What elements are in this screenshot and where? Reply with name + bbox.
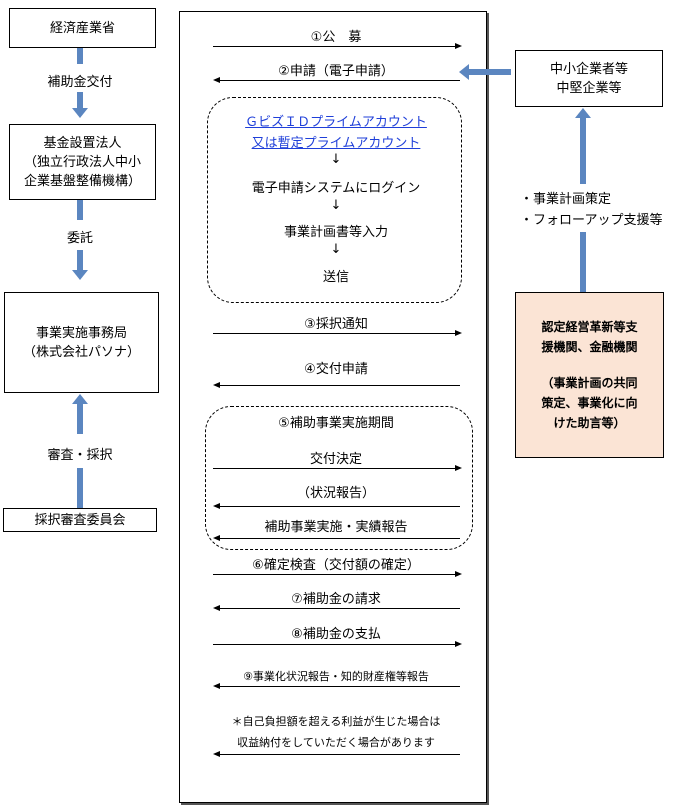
note-line-1: ＊自己負担額を超える利益が生じた場合は xyxy=(231,715,441,728)
meti-label: 経済産業省 xyxy=(49,20,115,36)
step-1-arrowhead xyxy=(455,43,462,49)
refund-arrowhead xyxy=(213,751,220,757)
org-line-5: けた助言等） xyxy=(553,416,626,430)
arrow-up-icon xyxy=(575,108,591,118)
secretariat-box: 事業実施事務局 （株式会社パソナ） xyxy=(4,292,159,393)
step-4-label: ④交付申請 xyxy=(304,362,368,377)
result-report-arrowhead xyxy=(213,535,220,541)
secretariat-line-1: 事業実施事務局 xyxy=(35,325,127,341)
step-4-arrowhead xyxy=(213,382,220,388)
gbiz-link-1[interactable]: ＧビズＩＤプライムアカウント xyxy=(212,111,460,130)
org-line-1: 認定経営革新等支 xyxy=(541,320,638,334)
review-label: 審査・採択 xyxy=(47,448,113,463)
arrow-shaft-1b xyxy=(77,92,83,108)
decision-label: 交付決定 xyxy=(309,452,362,467)
refund-line xyxy=(220,754,460,755)
status-report-line xyxy=(220,506,460,507)
support-org-box: 認定経営革新等支 援機関、金融機関 （事業計画の共同 策定、事業化に向 けた助言… xyxy=(515,292,664,458)
committee-label: 採択審査委員会 xyxy=(34,512,126,528)
sme-line-1: 中小企業者等 xyxy=(549,61,628,77)
arrow-left-icon xyxy=(459,64,469,80)
fund-line-3: 企業基盤整備機構） xyxy=(23,173,141,189)
step-2-line xyxy=(220,80,460,81)
step-7-label: ⑦補助金の請求 xyxy=(291,592,381,607)
decision-arrowhead xyxy=(455,465,462,471)
step-9-label: ⑨事業化状況報告・知的財産権等報告 xyxy=(243,670,429,683)
status-report-arrowhead xyxy=(213,503,220,509)
step-5-label: ⑤補助事業実施期間 xyxy=(278,416,394,431)
step-9-line xyxy=(220,686,460,687)
flow-frame xyxy=(179,11,487,803)
step-8-arrowhead xyxy=(455,641,462,647)
note-line-2: 収益納付をしていただく場合があります xyxy=(237,736,435,749)
fund-line-2: （独立行政法人中小 xyxy=(23,154,141,170)
fund-box: 基金設置法人 （独立行政法人中小 企業基盤整備機構） xyxy=(9,124,156,200)
gbiz-link-text-2[interactable]: 又は暫定プライムアカウント xyxy=(251,136,421,151)
step-8-label: ⑧補助金の支払 xyxy=(291,627,381,642)
step-8-line xyxy=(213,644,455,645)
arrow-shaft-3b xyxy=(77,468,83,508)
implementation-dashed-box xyxy=(205,406,473,550)
arrow-down-icon xyxy=(72,270,88,280)
arrow-shaft-3 xyxy=(77,404,83,434)
sme-line-2: 中堅企業等 xyxy=(556,80,622,96)
step-7-arrowhead xyxy=(213,605,220,611)
support-line-1: ・事業計画策定 xyxy=(520,192,612,207)
step-1-line xyxy=(213,46,455,47)
gbiz-link-text-1[interactable]: ＧビズＩＤプライムアカウント xyxy=(245,115,427,130)
step-2-arrowhead xyxy=(213,77,220,83)
fund-line-1: 基金設置法人 xyxy=(43,135,122,151)
down-arrow-1: ↓ xyxy=(330,152,342,167)
step-7-line xyxy=(220,608,460,609)
org-line-3: （事業計画の共同 xyxy=(541,376,638,390)
application-dashed-box xyxy=(207,97,462,303)
decision-line xyxy=(213,468,455,469)
arrow-shaft-1 xyxy=(77,48,83,64)
send-label: 送信 xyxy=(322,270,349,285)
step-2-label: ②申請（電子申請） xyxy=(278,64,394,79)
step-3-label: ③採択通知 xyxy=(304,317,368,332)
support-line-2: ・フォローアップ支援等 xyxy=(520,213,663,228)
gbiz-link-2[interactable]: 又は暫定プライムアカウント xyxy=(212,132,460,151)
step-6-label: ⑥確定検査（交付額の確定） xyxy=(252,558,420,573)
step-1-label: ①公 募 xyxy=(310,30,362,45)
support-arrow-shaft-lower xyxy=(580,232,586,292)
sme-box: 中小企業者等 中堅企業等 xyxy=(515,50,663,107)
application-arrow-shaft xyxy=(469,69,511,75)
arrow-up-icon xyxy=(72,394,88,404)
input-label: 事業計画書等入力 xyxy=(283,225,388,240)
committee-box: 採択審査委員会 xyxy=(3,508,157,532)
meti-box: 経済産業省 xyxy=(9,8,156,48)
down-arrow-2: ↓ xyxy=(330,198,342,213)
arrow-shaft-2b xyxy=(77,250,83,270)
secretariat-line-2: （株式会社パソナ） xyxy=(22,344,140,360)
support-arrow-shaft xyxy=(580,118,586,184)
result-report-label: 補助事業実施・実績報告 xyxy=(264,520,408,535)
status-report-label: （状況報告） xyxy=(296,486,375,501)
subsidy-grant-label: 補助金交付 xyxy=(47,75,113,90)
org-line-2: 援機関、金融機関 xyxy=(541,340,638,354)
step-6-arrowhead xyxy=(455,571,462,577)
step-3-arrowhead xyxy=(455,330,462,336)
entrust-label: 委託 xyxy=(66,231,93,246)
login-label: 電子申請システムにログイン xyxy=(251,181,421,196)
org-line-4: 策定、事業化に向 xyxy=(541,396,638,410)
arrow-down-icon xyxy=(72,108,88,118)
step-3-line xyxy=(213,333,455,334)
step-6-line xyxy=(213,574,455,575)
result-report-line xyxy=(220,538,460,539)
step-9-arrowhead xyxy=(213,683,220,689)
arrow-shaft-2 xyxy=(77,200,83,220)
down-arrow-3: ↓ xyxy=(330,242,342,257)
step-4-line xyxy=(220,385,460,386)
